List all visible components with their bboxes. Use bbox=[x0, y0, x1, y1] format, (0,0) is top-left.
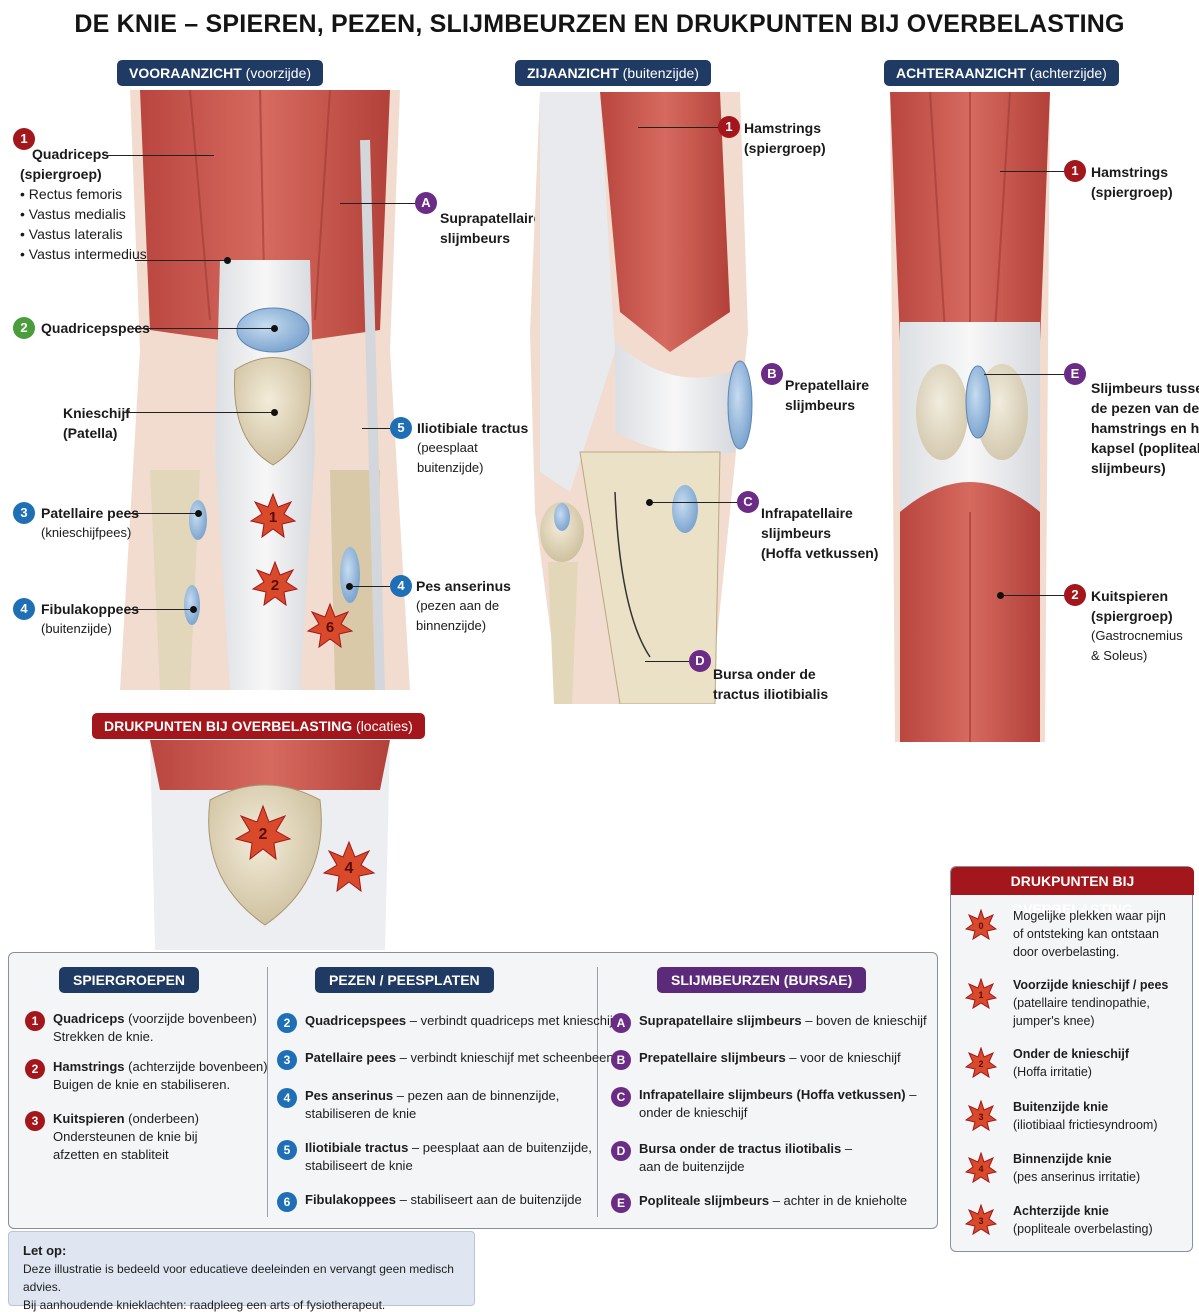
legend-box: SPIERGROEPEN 1 Quadriceps (voorzijde bov… bbox=[8, 952, 938, 1229]
disclaimer-note: Let op: Deze illustratie is bedeeld voor… bbox=[8, 1231, 475, 1312]
label-calf-muscles: Kuitspieren(spiergroep)(Gastrocnemius& S… bbox=[1091, 588, 1183, 663]
pressure-points-box: DRUKPUNTEN BIJ OVERBELASTING 0 Mogelijke… bbox=[950, 866, 1194, 1252]
legend-muscle-item: 3 Kuitspieren (onderbeen)Ondersteunen de… bbox=[25, 1110, 261, 1170]
pressure-star-2: 2 bbox=[234, 804, 292, 861]
page-title: DE KNIE – SPIEREN, PEZEN, SLIJMBEURZEN E… bbox=[74, 10, 1125, 38]
pressure-star-4: 4 bbox=[322, 840, 376, 893]
label-back-hamstrings: Hamstrings(spiergroep) bbox=[1091, 164, 1173, 200]
svg-text:0: 0 bbox=[978, 921, 983, 931]
front-knee-illustration bbox=[110, 90, 420, 690]
badge-itb: 5 bbox=[390, 417, 412, 439]
label-popliteal-bursa: Slijmbeurs tussende pezen van dehamstrin… bbox=[1091, 380, 1199, 476]
legend-tendons-header: PEZEN / PEESPLATEN bbox=[315, 967, 494, 993]
pressure-point-item: 4 Binnenzijde knie(pes anserinus irritat… bbox=[959, 1150, 1189, 1190]
pressure-star-icon: 4 bbox=[965, 1152, 997, 1184]
side-knee-illustration bbox=[520, 92, 760, 704]
svg-text:1: 1 bbox=[269, 509, 277, 526]
label-fibulakoppees: Fibulakoppees(buitenzijde) bbox=[41, 601, 140, 636]
badge-infrapatellar: C bbox=[737, 491, 759, 513]
legend-muscle-item: 2 Hamstrings (achterzijde bovenbeen)Buig… bbox=[25, 1058, 268, 1098]
pressure-point-item: 3 Buitenzijde knie(iliotibiaal frictiesy… bbox=[959, 1098, 1189, 1138]
legend-muscle-item: 1 Quadriceps (voorzijde bovenbeen)Strekk… bbox=[25, 1010, 261, 1050]
pressure-star-icon: 2 bbox=[965, 1047, 997, 1079]
badge-calf: 2 bbox=[1064, 584, 1086, 606]
pressure-star-icon: 1 bbox=[965, 978, 997, 1010]
pressure-star-icon: 0 bbox=[965, 909, 997, 941]
back-knee-illustration bbox=[890, 92, 1050, 742]
svg-text:2: 2 bbox=[271, 577, 279, 594]
pressure-point-item: 3 Achterzijde knie(popliteale overbelast… bbox=[959, 1202, 1189, 1242]
front-view-header: VOORAANZICHT (voorzijde) bbox=[117, 60, 324, 86]
badge-patellaire-pees: 3 bbox=[13, 502, 35, 524]
svg-text:1: 1 bbox=[978, 990, 983, 1000]
front-pressure-star-1: 1 bbox=[249, 492, 297, 539]
legend-muscles-header: SPIERGROEPEN bbox=[59, 967, 200, 993]
badge-suprapatellar: A bbox=[415, 192, 437, 214]
front-pressure-star-2: 2 bbox=[251, 560, 299, 607]
svg-text:4: 4 bbox=[978, 1164, 983, 1174]
svg-text:6: 6 bbox=[326, 619, 334, 636]
pressure-point-item: 1 Voorzijde knieschijf / pees(patellaire… bbox=[959, 976, 1189, 1032]
legend-muscles: SPIERGROEPEN 1 Quadriceps (voorzijde bov… bbox=[21, 953, 268, 1228]
label-quadriceps: Quadriceps (spiergroep) • Rectus femoris… bbox=[20, 146, 147, 262]
pressure-star-icon: 3 bbox=[965, 1204, 997, 1236]
svg-text:3: 3 bbox=[978, 1112, 983, 1122]
label-quadricepspees: Quadricepspees bbox=[41, 320, 150, 336]
svg-text:2: 2 bbox=[259, 826, 268, 843]
badge-popliteal: E bbox=[1064, 363, 1086, 385]
badge-fibulakoppees: 4 bbox=[13, 598, 35, 620]
back-view-header: ACHTERAANZICHT (achterzijde) bbox=[884, 60, 1119, 86]
label-patella: Knieschijf(Patella) bbox=[63, 405, 130, 441]
pressure-points-header: DRUKPUNTEN BIJ OVERBELASTING bbox=[951, 867, 1194, 917]
badge-quadriceps: 1 bbox=[13, 128, 35, 150]
label-side-hamstrings: Hamstrings(spiergroep) bbox=[744, 120, 826, 156]
legend-bursae-header: SLIJMBEURZEN (BURSAE) bbox=[657, 967, 867, 993]
badge-pes-anserinus: 4 bbox=[390, 575, 412, 597]
svg-text:3: 3 bbox=[978, 1216, 983, 1226]
pressure-point-item: 2 Onder de knieschijf(Hoffa irritatie) bbox=[959, 1045, 1189, 1085]
badge-quadricepspees: 2 bbox=[13, 317, 35, 339]
svg-text:4: 4 bbox=[345, 860, 354, 877]
pressure-view-header: DRUKPUNTEN BIJ OVERBELASTING (locaties) bbox=[92, 713, 425, 739]
front-pressure-star-6: 6 bbox=[306, 602, 354, 649]
badge-prepatellar: B bbox=[761, 363, 783, 385]
pressure-star-icon: 3 bbox=[965, 1100, 997, 1132]
svg-text:2: 2 bbox=[978, 1059, 983, 1069]
badge-side-hamstrings: 1 bbox=[718, 116, 740, 138]
badge-back-hamstrings: 1 bbox=[1064, 160, 1086, 182]
badge-bursa-itb: D bbox=[689, 650, 711, 672]
side-view-header: ZIJAANZICHT (buitenzijde) bbox=[515, 60, 711, 86]
label-patellaire-pees: Patellaire pees(knieschijfpees) bbox=[41, 505, 140, 540]
